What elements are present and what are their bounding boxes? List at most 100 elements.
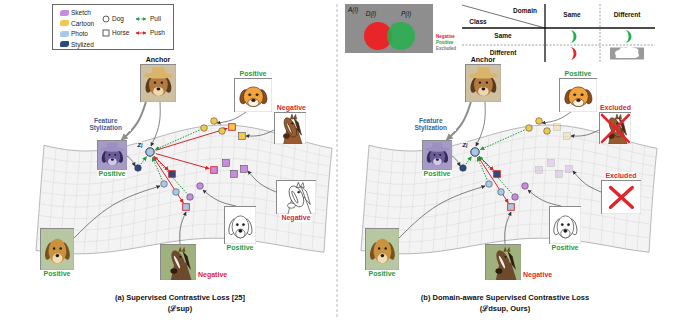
embedding-point <box>512 194 519 201</box>
cell-symbol <box>570 30 577 43</box>
picture-part <box>374 239 392 263</box>
table-header: Same <box>494 32 511 39</box>
picture-part <box>561 224 563 226</box>
leader-line <box>203 190 236 206</box>
picture <box>277 181 316 214</box>
picture-part <box>564 229 567 232</box>
leader-line <box>571 130 599 136</box>
picture-part <box>108 158 117 165</box>
picture-part <box>154 82 156 84</box>
picture-ground <box>275 113 306 144</box>
table-rule <box>600 4 601 62</box>
venn-circle <box>387 22 415 50</box>
picture-ground <box>486 245 521 280</box>
picture-part <box>153 87 163 96</box>
key-note: Negative <box>436 34 455 39</box>
picture-part <box>168 248 188 274</box>
image-box: Anchor <box>465 64 501 102</box>
grid-line <box>409 151 417 254</box>
picture-part <box>144 73 173 79</box>
picture-part <box>49 239 67 263</box>
image-box: Positive <box>422 140 452 170</box>
embedding-point <box>536 167 543 174</box>
picture <box>602 181 641 214</box>
embedding-point <box>526 125 533 132</box>
picture-part <box>486 82 488 84</box>
image-label: Negative <box>280 214 311 222</box>
embedding-point <box>566 166 573 173</box>
image-box: Negative <box>276 180 316 214</box>
grid-line <box>529 125 537 238</box>
image-label: Anchor <box>145 56 172 64</box>
grid-line <box>216 125 224 238</box>
table-header: Class <box>469 18 486 25</box>
pull-arrow <box>480 130 524 150</box>
embedding-point <box>135 165 142 172</box>
picture-ground <box>600 113 631 144</box>
picture-part <box>561 229 570 238</box>
legend-text: Push <box>150 29 165 36</box>
picture-part <box>242 224 244 226</box>
panel-caption: (ℒdsup, Ours) <box>480 305 531 314</box>
image-label: Positive <box>564 70 593 78</box>
image-box: Positive <box>224 206 256 244</box>
pull-arrow <box>479 156 512 193</box>
embedding-point <box>229 124 236 131</box>
panel-divider <box>337 4 338 318</box>
table-header: Same <box>563 11 580 18</box>
panel-caption: (b) Domain-aware Supervised Contrastive … <box>421 294 589 303</box>
leader-line <box>217 112 246 123</box>
table-header: Different <box>490 49 517 56</box>
picture-part <box>109 154 111 156</box>
cross-mark <box>602 115 629 142</box>
picture-part <box>507 247 510 252</box>
picture-part <box>179 256 181 258</box>
embedding-point <box>239 133 246 140</box>
image-box: Negative <box>274 112 306 144</box>
picture-part <box>503 246 506 252</box>
picture-part <box>243 87 263 107</box>
picture-ground <box>550 207 581 244</box>
embedding-point <box>548 160 555 167</box>
picture-part <box>53 247 55 249</box>
legend-item: Push <box>134 28 165 37</box>
feature-space <box>36 102 332 254</box>
push-arrow <box>154 156 168 170</box>
embedding-point <box>169 171 176 178</box>
legend-text: Stylized <box>71 41 94 48</box>
image-label: Positive <box>551 244 580 252</box>
picture-part <box>616 123 618 125</box>
table-diagonal <box>462 5 545 28</box>
picture-part <box>568 87 588 107</box>
image-label: Excluded <box>604 172 637 180</box>
picture-part <box>286 122 293 134</box>
picture-ground <box>366 229 399 270</box>
image-label: Positive <box>423 170 452 178</box>
image-label: Excluded <box>599 104 632 112</box>
image-box: Positive <box>97 140 127 170</box>
picture-part <box>52 253 62 263</box>
legend-sample <box>102 29 110 37</box>
picture-part <box>479 82 481 84</box>
picture <box>98 141 127 170</box>
picture-part <box>232 216 249 238</box>
grid-line <box>433 148 441 252</box>
cross-mark <box>611 188 633 208</box>
picture-part <box>183 251 191 270</box>
picture-part <box>615 114 618 119</box>
picture-part <box>576 99 580 102</box>
embedding-point <box>197 183 204 190</box>
grid-line <box>493 132 501 242</box>
picture-part <box>170 268 177 274</box>
image-label: Positive <box>98 170 127 178</box>
legend-text: Photo <box>71 30 88 37</box>
image-label: Negative <box>197 271 228 279</box>
picture-part <box>298 191 300 193</box>
legend-text: Cartoon <box>71 20 94 27</box>
grid-line <box>156 135 164 244</box>
picture <box>41 229 74 270</box>
cell-symbol <box>615 47 639 59</box>
image-label: Negative <box>276 104 307 112</box>
embedding-point <box>211 167 218 174</box>
image-box: Anchor <box>140 64 176 102</box>
